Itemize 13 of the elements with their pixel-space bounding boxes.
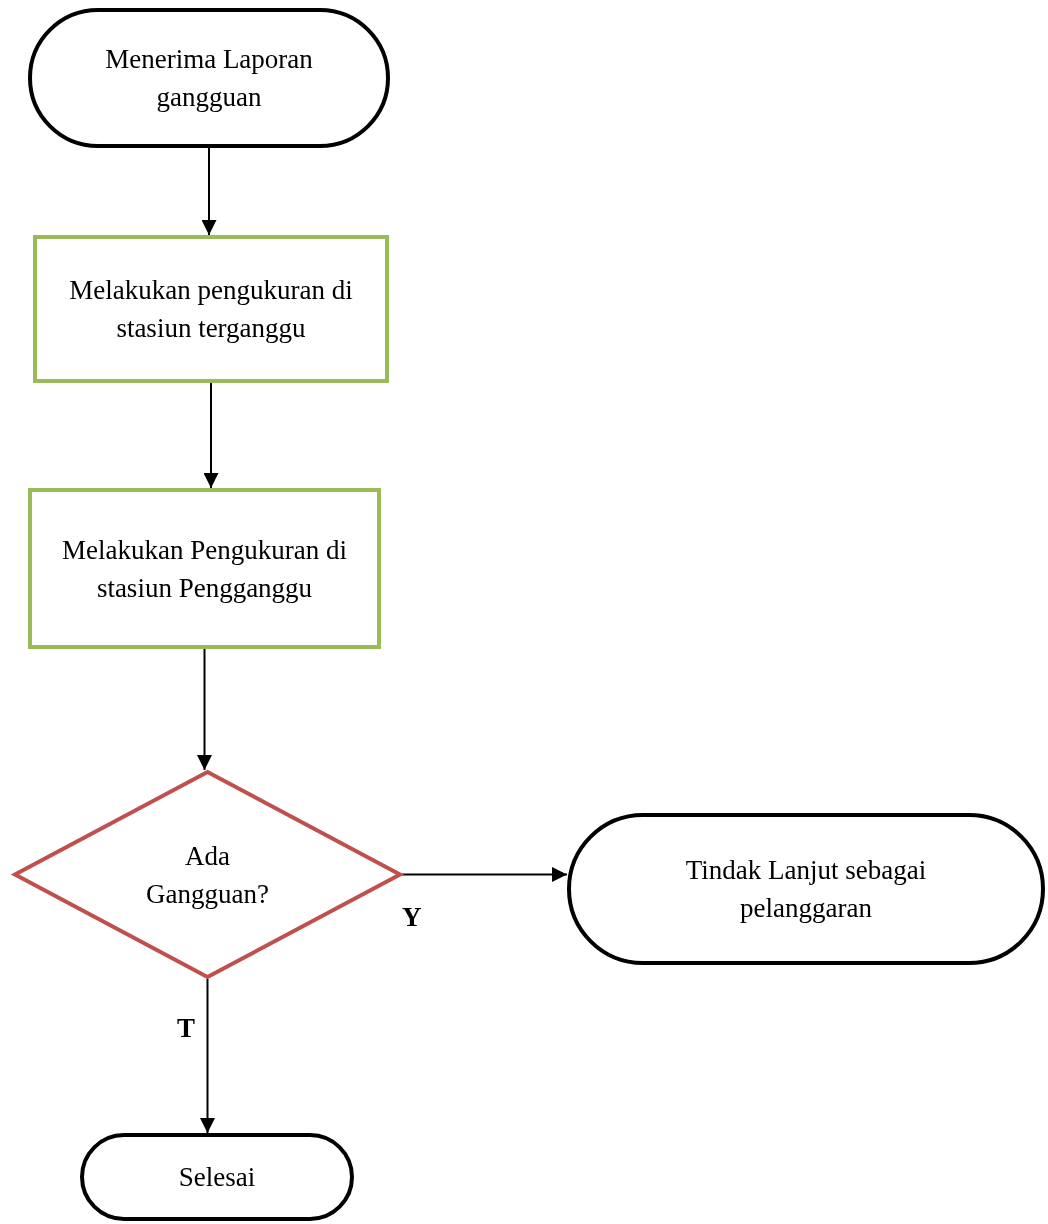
node-text: Selesai bbox=[178, 1161, 256, 1194]
arrow bbox=[401, 867, 568, 882]
edge-label: T bbox=[177, 1013, 195, 1043]
node-text: Ada Gangguan? bbox=[145, 839, 270, 911]
node-text: Melakukan Pengukuran di stasiun Pengganggu bbox=[61, 533, 348, 605]
node-text: Tindak Lanjut sebagai pelanggaran bbox=[684, 854, 928, 925]
arrow bbox=[197, 648, 212, 771]
node-text: Melakukan pengukuran di stasiun terganggu bbox=[68, 274, 354, 345]
arrow bbox=[200, 978, 215, 1134]
edge-label: Y bbox=[402, 902, 422, 932]
node-text: Menerima Laporan gangguan bbox=[104, 43, 314, 114]
arrow bbox=[203, 382, 219, 489]
arrow bbox=[201, 147, 217, 236]
